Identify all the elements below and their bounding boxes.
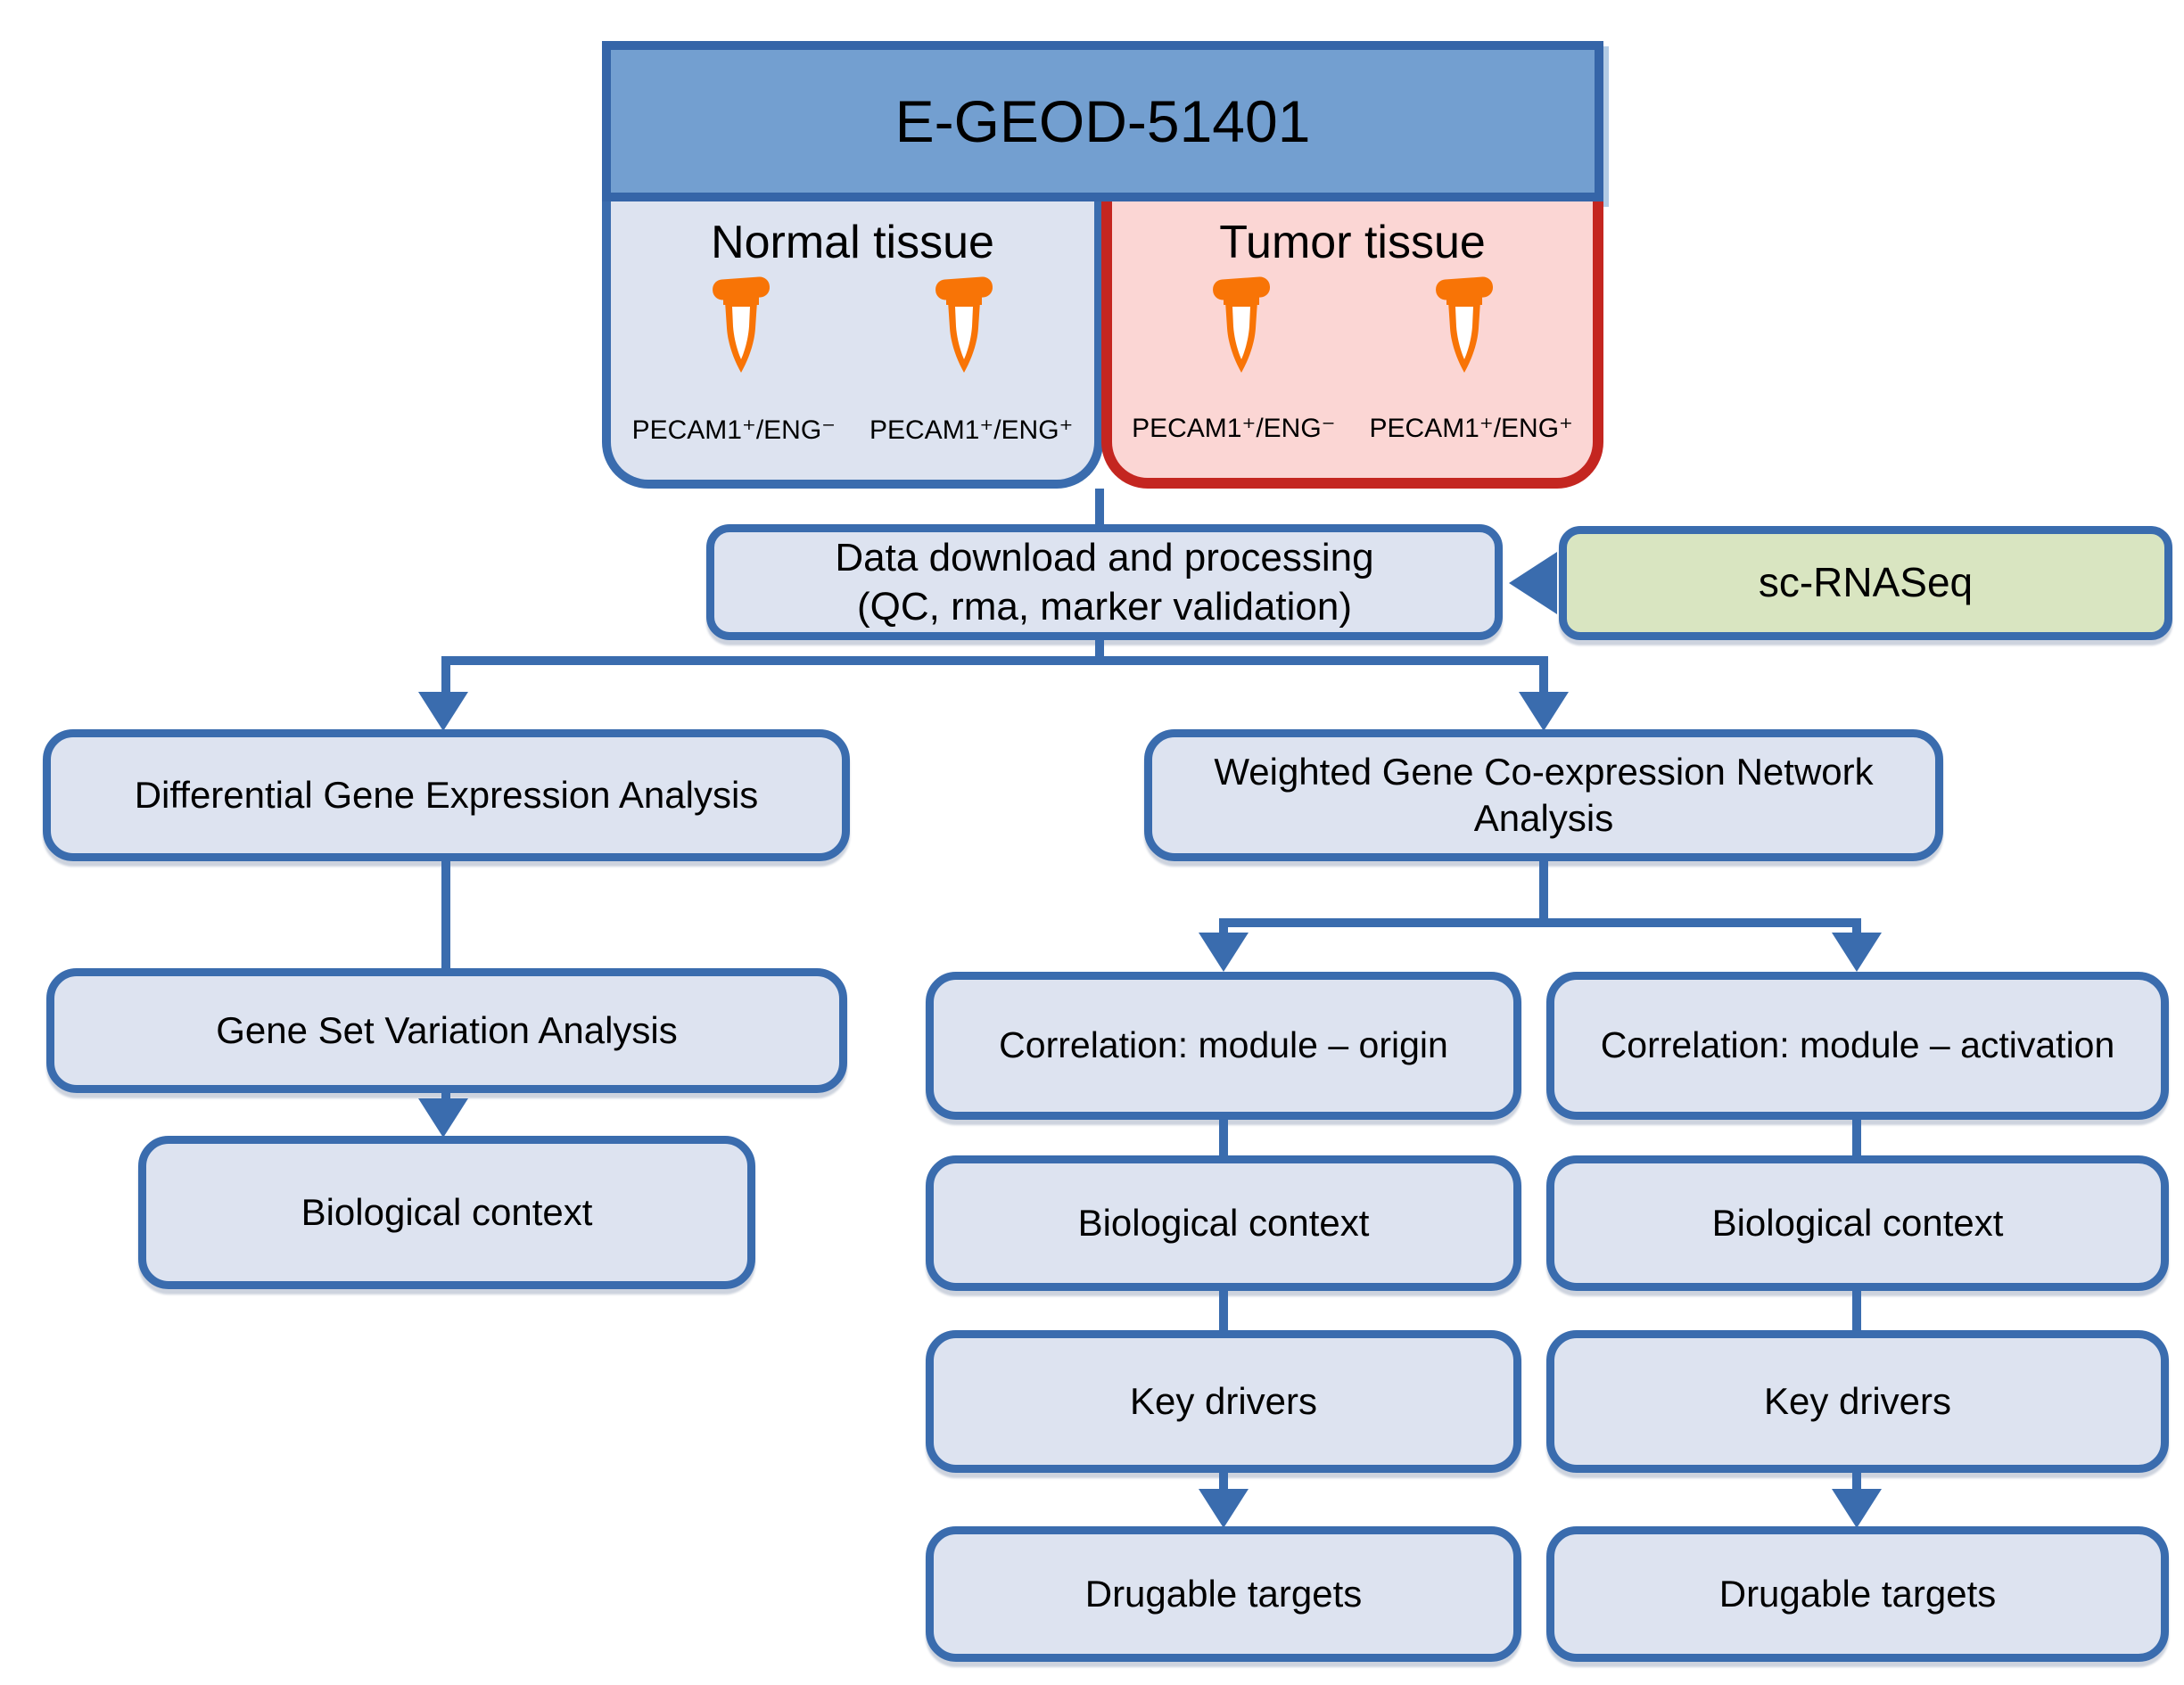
tumor-tissue-box: Tumor tissue PECAM1⁺/ENG⁻ PECAM1⁺/ENG⁺ <box>1101 201 1603 489</box>
connector-split-activation <box>1852 918 1861 938</box>
corr-origin-box: Correlation: module – origin <box>926 972 1521 1120</box>
processing-line2: (QC, rma, marker validation) <box>856 585 1352 629</box>
sample-label: PECAM1⁺/ENG⁻ <box>1132 414 1336 443</box>
dgea-box: Differential Gene Expression Analysis <box>43 729 850 861</box>
tube-icon <box>1211 275 1271 373</box>
drugable-targets-activation-box: Drugable targets <box>1546 1526 2169 1662</box>
key-drivers-origin-box: Key drivers <box>926 1330 1521 1473</box>
drugable-targets-origin-label: Drugable targets <box>1084 1572 1363 1615</box>
connector-split-origin <box>1219 918 1228 938</box>
normal-sample-labels: PECAM1⁺/ENG⁻ PECAM1⁺/ENG⁺ <box>611 415 1094 446</box>
tumor-tissue-title: Tumor tissue <box>1219 217 1486 268</box>
gsva-box: Gene Set Variation Analysis <box>46 968 847 1093</box>
normal-tube-row <box>611 271 1094 405</box>
drugable-targets-origin-box: Drugable targets <box>926 1526 1521 1662</box>
wgcna-box: Weighted Gene Co-expression Network Anal… <box>1144 729 1943 861</box>
bio-context-left-box: Biological context <box>138 1136 755 1289</box>
corr-activation-box: Correlation: module – activation <box>1546 972 2169 1120</box>
arrowhead-down-icon <box>1832 933 1882 972</box>
connector-processing-split <box>1095 640 1104 663</box>
connector-corr-bio-origin <box>1219 1120 1228 1155</box>
connector-dgea-gsva <box>441 861 450 968</box>
tube-icon <box>712 275 771 373</box>
tube-icon <box>935 275 993 373</box>
sample-label: PECAM1⁺/ENG⁺ <box>869 415 1074 445</box>
key-drivers-activation-box: Key drivers <box>1546 1330 2169 1473</box>
processing-box: Data download and processing (QC, rma, m… <box>706 524 1503 640</box>
sample-label: PECAM1⁺/ENG⁻ <box>631 415 836 445</box>
key-drivers-origin-label: Key drivers <box>1129 1379 1318 1422</box>
tumor-tube-row <box>1112 271 1593 405</box>
bio-context-activation-box: Biological context <box>1546 1155 2169 1291</box>
bio-context-origin-box: Biological context <box>926 1155 1521 1291</box>
arrowhead-down-icon <box>418 1098 468 1138</box>
connector-split-dgea <box>441 656 450 695</box>
scrnaseq-box: sc-RNASeq <box>1559 526 2172 640</box>
sample-label: PECAM1⁺/ENG⁺ <box>1369 414 1573 443</box>
scrnaseq-label: sc-RNASeq <box>1758 559 1974 606</box>
gsva-label: Gene Set Variation Analysis <box>216 1008 678 1051</box>
corr-activation-label: Correlation: module – activation <box>1600 1024 2115 1066</box>
split-bar-top <box>441 656 1548 665</box>
connector-tissue-processing <box>1095 489 1104 526</box>
dgea-label: Differential Gene Expression Analysis <box>134 773 759 816</box>
drugable-targets-activation-label: Drugable targets <box>1718 1572 1997 1615</box>
arrowhead-down-icon <box>1832 1489 1882 1528</box>
bio-context-origin-label: Biological context <box>1077 1201 1370 1244</box>
tube-icon <box>1434 275 1494 373</box>
connector-corr-bio-activation <box>1852 1120 1861 1155</box>
arrowhead-down-icon <box>1519 692 1569 731</box>
tumor-sample-labels: PECAM1⁺/ENG⁻ PECAM1⁺/ENG⁺ <box>1112 413 1593 444</box>
key-drivers-activation-label: Key drivers <box>1763 1379 1952 1422</box>
connector-bio-key-activation <box>1852 1291 1861 1330</box>
arrowhead-down-icon <box>1199 933 1249 972</box>
dataset-title: E-GEOD-51401 <box>894 88 1311 154</box>
normal-tissue-title: Normal tissue <box>711 217 994 268</box>
connector-key-drug-origin <box>1219 1473 1228 1494</box>
arrowhead-down-icon <box>1199 1489 1249 1528</box>
arrowhead-down-icon <box>418 692 468 731</box>
corr-origin-label: Correlation: module – origin <box>999 1024 1448 1066</box>
split-bar-wgcna <box>1219 918 1861 927</box>
bio-context-activation-label: Biological context <box>1711 1201 2004 1244</box>
normal-tissue-box: Normal tissue PECAM1⁺/ENG⁻ PECAM1⁺/ENG⁺ <box>602 201 1103 489</box>
processing-line1: Data download and processing <box>835 536 1374 579</box>
wgcna-label: Weighted Gene Co-expression Network Anal… <box>1214 750 1874 840</box>
dataset-header-box: E-GEOD-51401 <box>602 41 1603 201</box>
connector-key-drug-activation <box>1852 1473 1861 1494</box>
connector-bio-key-origin <box>1219 1291 1228 1330</box>
connector-wgcna-split <box>1539 861 1548 918</box>
arrowhead-left-icon <box>1509 552 1557 614</box>
connector-split-wgcna <box>1539 656 1548 695</box>
bio-context-left-label: Biological context <box>301 1190 593 1233</box>
